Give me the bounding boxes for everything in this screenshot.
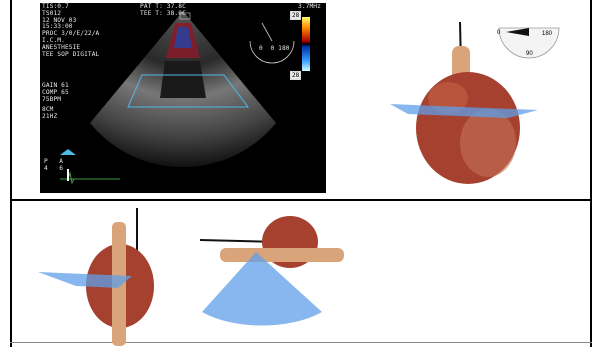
probe-icon xyxy=(60,149,76,155)
scale-bottom-value: 28 xyxy=(290,71,301,80)
echo-header-info: TIS:0.7 TS012 12 NOV 03 15:33:00 PROC 3/… xyxy=(42,4,99,58)
aorta-middle xyxy=(220,248,344,262)
heart-illustration-left xyxy=(36,206,156,346)
echo-angle-label: 0 0 180 xyxy=(259,46,290,53)
probe-labels: P A 4 6 xyxy=(44,159,63,173)
heart-illustration-main xyxy=(388,18,548,188)
horizontal-divider xyxy=(10,199,592,201)
frame-left-border xyxy=(10,0,12,347)
echo-frequency: 3.7MHz xyxy=(298,4,321,11)
echocardiogram-image: TIS:0.7 TS012 12 NOV 03 15:33:00 PROC 3/… xyxy=(40,3,326,193)
echo-chamber xyxy=(160,61,206,98)
frame-right-border xyxy=(590,0,592,347)
heart-illustration-middle xyxy=(196,212,356,336)
echo-temperatures: PAT T: 37.8C TEE T: 38.0C xyxy=(140,4,186,18)
scale-top-value: 28 xyxy=(290,11,301,20)
color-scale-bar xyxy=(302,17,310,71)
echo-depth-info: 8CM 21HZ xyxy=(42,107,57,121)
echo-gain-info: GAIN 61 COMP 65 75BPM xyxy=(42,83,69,103)
